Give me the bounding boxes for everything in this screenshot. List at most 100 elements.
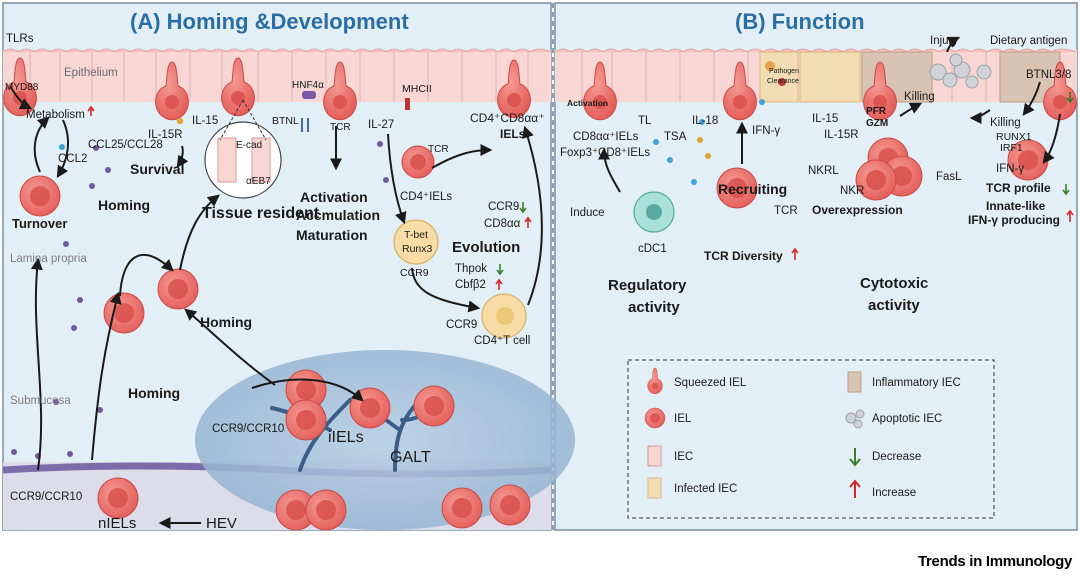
fasl-label: FasL [936,171,962,183]
cytotoxic-activity-label: activity [868,297,920,314]
il15-dot [176,117,184,125]
svg-text:IEC: IEC [674,451,693,463]
homing-label-3: Homing [128,385,180,401]
killing-label-2: Killing [990,117,1021,129]
tcr-label: TCR [330,122,351,133]
hev-label: HEV [206,515,237,532]
cd4-iels-label: CD4⁺IELs [400,191,452,203]
nkrl-label: NKRL [808,165,839,177]
panel-b-title: (B) Function [735,9,865,34]
epithelium-band-a [2,48,552,102]
tcr-label-b: TCR [774,205,798,217]
epithelium-label: Epithelium [64,67,118,79]
legend-infected-iec: Infected IEC [647,477,737,499]
legend-iel: IEL [644,407,692,429]
btnl38-label: BTNL3/8 [1026,69,1071,81]
cytokine-dots-b [653,99,765,185]
tissue-resident-label: Tissue resident [202,205,320,222]
pathogen-label: Pathogen [769,68,799,75]
evolution-label: Evolution [452,239,520,256]
legend-squeezed-iel: Squeezed IEL [647,367,747,395]
killing-label-1: Killing [904,91,935,103]
inset-zoom-lines [219,99,267,141]
innate-like-label: Innate-like [986,199,1046,213]
legend-iec: IEC [647,445,693,467]
clearance-label: Clearance [767,78,799,85]
svg-text:Decrease: Decrease [872,451,921,463]
overexpression-label: Overexpression [812,203,903,217]
panel-a-title: (A) Homing &Development [130,9,409,34]
cdc1-label: cDC1 [638,243,667,255]
homing-label-2: Homing [200,314,252,330]
accumulation-label: Accmulation [296,207,380,223]
cd4-t-cell-nucleus [496,307,514,325]
hnf4a-label: HNF4α [292,80,324,91]
regulatory-activity-label: activity [628,299,680,316]
apoptotic-iec-cluster [929,53,992,89]
cd4-t-cell-label: CD4⁺T cell [474,335,530,347]
galt-label: GALT [390,449,431,466]
il15r-label-b: IL-15R [824,129,859,141]
il15-label: IL-15 [192,115,218,127]
legend-decrease: Decrease [849,448,921,467]
thpok-label: Thpok [455,263,487,275]
iiels-label: iIELs [328,429,364,446]
btnl-label: BTNL [272,115,299,127]
tbet-label: T-bet [404,229,428,241]
tbet-runx3-cell [393,219,439,265]
ccr9-label-b: CCR9 [446,319,477,331]
flow-arrows-b [598,36,1061,193]
ccr9-ccr10-low-label: CCR9/CCR10 [10,491,82,503]
ccr9-label-a: CCR9 [400,267,429,279]
svg-text:Increase: Increase [872,487,916,499]
legend-increase: Increase [849,479,916,499]
legend-inflammatory-iec: Inflammatory IEC [847,371,961,393]
pfr-label: PFR [866,106,887,117]
ifng-producing-label: IFN-γ producing [968,213,1060,227]
foxp3-label: Foxp3⁺CD8⁺IELs [560,147,650,159]
il18-label: IL-18 [692,115,718,127]
cd4cd8-label: CD4⁺CD8αα⁺ [470,111,545,125]
aeb7-label: αEB7 [246,176,271,187]
epithelium-band-b [554,48,1078,103]
activation-label-b: Activation [567,98,608,108]
legend-apoptotic-iec: Apoptotic IEC [845,409,942,429]
metabolism-label: Metabolism [26,109,85,121]
homing-label-1: Homing [98,197,150,213]
survival-label: Survival [130,161,184,177]
regulatory-label: Regulatory [608,277,687,294]
ccl2-dot [59,144,65,150]
tlrs-label: TLRs [6,33,34,45]
iels-top-label: IELs [500,127,526,141]
il15-label-b: IL-15 [812,113,838,125]
dietary-antigen-label: Dietary antigen [990,35,1067,47]
flow-arrows-a [9,85,543,471]
tcr-diversity-label: TCR Diversity [704,249,783,263]
niels-label: nIELs [98,515,136,532]
btnl-icon [301,118,309,132]
ccl25-label: CCL25/CCL28 [88,139,163,151]
ccr9-ccr10-mid-label: CCR9/CCR10 [212,423,284,435]
induce-label: Induce [570,207,605,219]
tcr-label-2: TCR [428,144,449,155]
svg-text:Infected IEC: Infected IEC [674,483,737,495]
ifng-label: IFN-γ [752,125,780,137]
irf1-label: IRF1 [1000,142,1023,154]
svg-text:IEL: IEL [674,413,692,425]
panel-a-change-arrows [87,105,532,290]
maturation-label: Maturation [296,227,368,243]
cd8aa-increase-label: CD8αα [484,218,521,230]
recruiting-label: Recruiting [718,181,787,197]
tcr-profile-label: TCR profile [986,181,1051,195]
chemokine-dots-a [11,141,389,459]
ccl2-label: CCL2 [58,153,87,165]
svg-text:Apoptotic IEC: Apoptotic IEC [872,413,942,425]
mhcii-icon [405,98,410,110]
legend: Squeezed IEL IEL IEC Infected IEC Inflam… [627,359,995,519]
tl-label: TL [638,115,652,127]
il27-label: IL-27 [368,119,394,131]
svg-text:Inflammatory IEC: Inflammatory IEC [872,377,961,389]
runx3-label: Runx3 [402,243,433,255]
nkr-label: NKR [840,185,864,197]
